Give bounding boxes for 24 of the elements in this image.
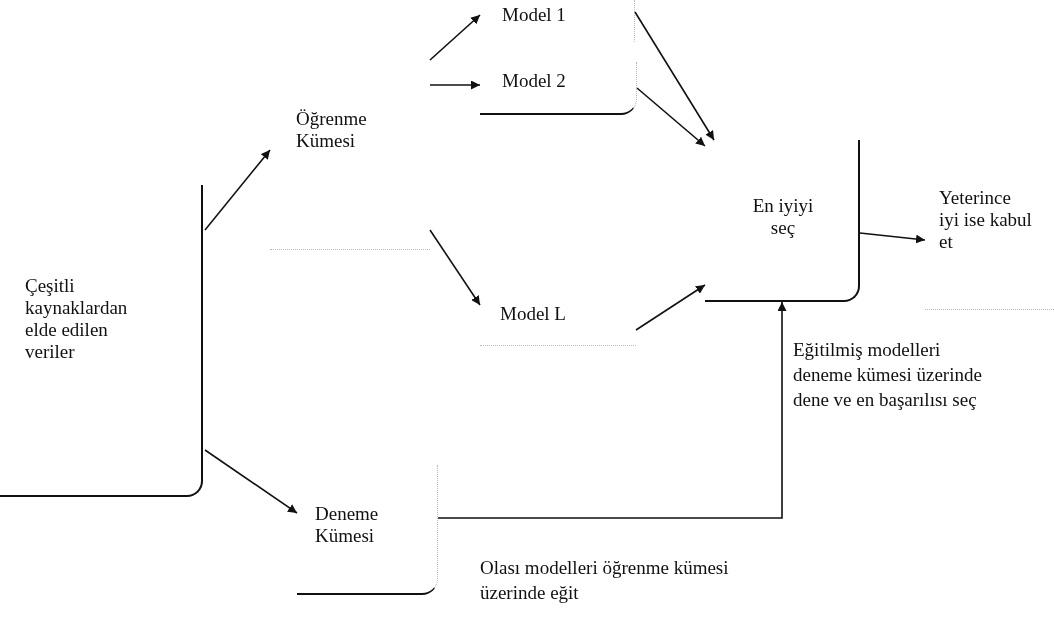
arrow — [429, 14, 481, 61]
arrow — [634, 11, 715, 141]
arrow — [635, 284, 706, 331]
process-box — [705, 140, 860, 302]
node-text: Model L — [500, 303, 567, 325]
arrow — [204, 149, 271, 231]
arrow — [204, 449, 298, 514]
node-text: Model 2 — [502, 70, 567, 92]
node-text: Çeşitli kaynaklardan elde edilen veriler — [25, 275, 129, 363]
arrow — [636, 87, 706, 147]
node-text: Model 1 — [502, 4, 567, 26]
arrow — [859, 232, 926, 244]
arrow — [429, 229, 481, 306]
node-text: Öğrenme Kümesi — [296, 108, 368, 152]
arrow — [437, 301, 787, 519]
node-text: En iyiyi seç — [751, 195, 815, 239]
node-text: Deneme Kümesi — [315, 503, 380, 547]
note-text: Olası modelleri öğrenme kümesi üzerinde eğit — [480, 556, 730, 605]
edge-label: Eğitilmiş modelleri deneme kümesi üzerinde dene ve en başarılısı seç — [793, 338, 983, 412]
process-box — [0, 185, 203, 497]
arrow — [429, 80, 481, 90]
process-box — [297, 465, 438, 595]
process-box — [480, 62, 637, 115]
node-text: Yeterince iyi ise kabul et — [939, 187, 1033, 253]
